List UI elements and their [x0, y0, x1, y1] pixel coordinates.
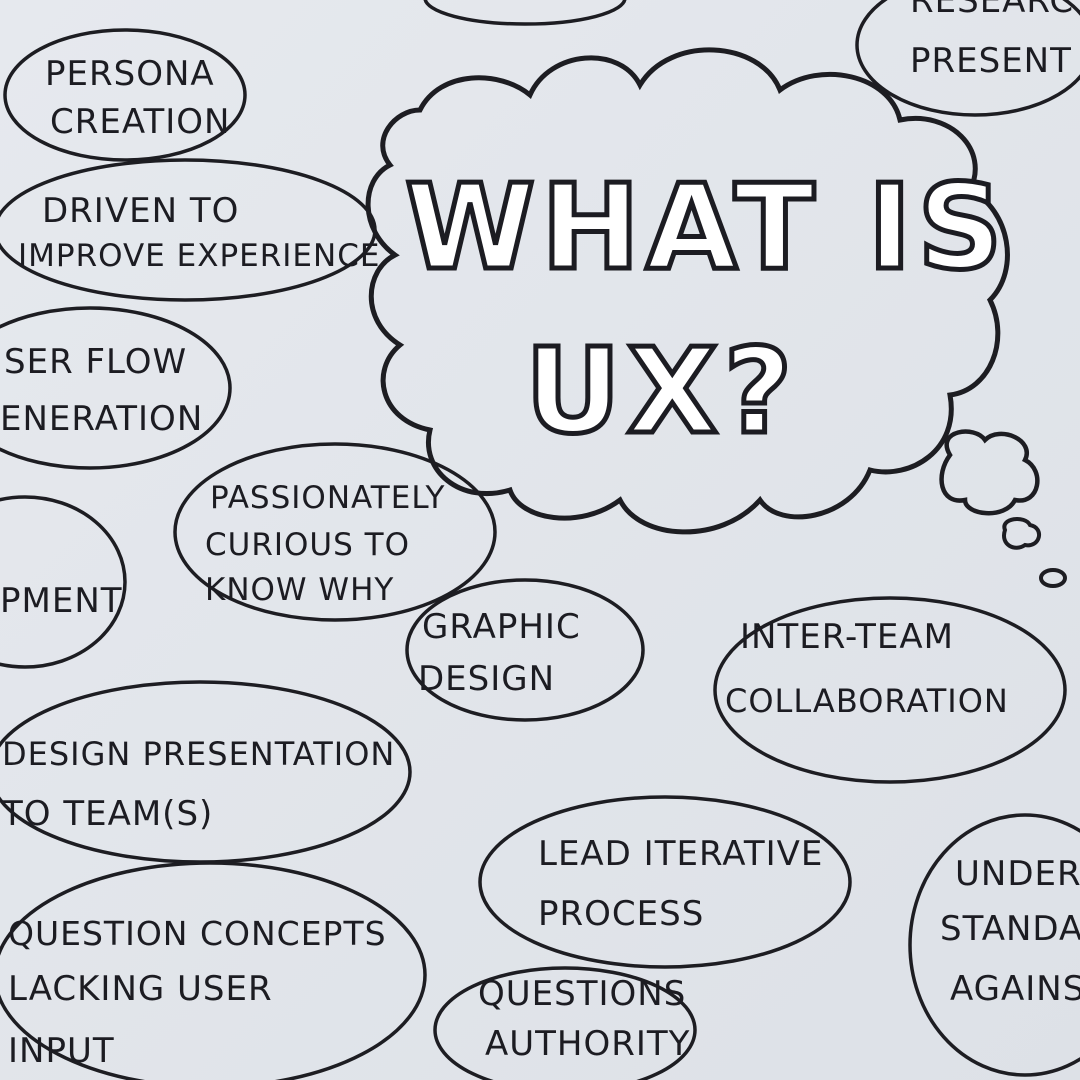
bubble-text: TO TEAM(S): [1, 794, 213, 834]
bubble-persona-creation: PERSONA CREATION: [3, 28, 247, 162]
bubble-development-partial: PMENT: [0, 495, 127, 669]
bubble-text: DESIGN PRESENTATION: [2, 735, 395, 773]
bubble-text: AUTHORITY: [485, 1024, 690, 1064]
bubble-text: INPUT: [8, 1031, 115, 1071]
bubble-text: COLLABORATION: [725, 682, 1009, 720]
bubble-questions-authority: QUESTIONS AUTHORITY: [433, 966, 697, 1080]
bubble-text: CREATION: [50, 102, 230, 142]
bubble-driven-to-improve: DRIVEN TO IMPROVE EXPERIENCE: [0, 158, 380, 302]
bubble-text: LACKING USER: [8, 969, 273, 1009]
bubble-text: QUESTION CONCEPTS: [8, 914, 387, 953]
bubble-passionately-curious: PASSIONATELY CURIOUS TO KNOW WHY: [173, 442, 497, 622]
bubble-lead-iterative: LEAD ITERATIVE PROCESS: [478, 795, 852, 969]
bubble-text: SER FLOW: [4, 342, 187, 382]
bubble-text: LEAD ITERATIVE: [538, 834, 823, 874]
bubble-text: DRIVEN TO: [42, 191, 239, 231]
title-line2: UX?: [525, 322, 798, 460]
bubble-text: RESEARC: [910, 0, 1074, 21]
bubble-text: CURIOUS TO: [205, 527, 410, 563]
bubble-text: PROCESS: [538, 894, 704, 934]
bubble-question-concepts: QUESTION CONCEPTS LACKING USER INPUT: [0, 861, 427, 1080]
bubble-text: PERSONA: [45, 54, 215, 94]
bubble-text: PASSIONATELY: [210, 480, 445, 516]
bubble-text: GRAPHIC: [422, 607, 581, 647]
bubble-research-presentation: RESEARC PRESENT: [855, 0, 1080, 117]
bubble-text: QUESTIONS: [478, 974, 686, 1014]
bubble-text: KNOW WHY: [205, 572, 394, 608]
title-line1: WHAT IS: [405, 158, 1009, 296]
bubble-user-flow: SER FLOW ENERATION: [0, 306, 232, 470]
bubble-text: ENERATION: [0, 399, 203, 439]
bubble-text: INTER-TEAM: [740, 617, 954, 657]
bubble-design-presentation: DESIGN PRESENTATION TO TEAM(S): [0, 680, 412, 864]
bubble-graphic-design: GRAPHIC DESIGN: [405, 578, 645, 722]
bubble-top-partial: [423, 0, 627, 26]
bubble-text: STANDA: [940, 909, 1080, 949]
bubble-text: AGAINS: [950, 969, 1080, 1009]
bubble-text: PMENT: [0, 581, 123, 621]
bubble-text: DESIGN: [418, 659, 555, 699]
bubble-inter-team: INTER-TEAM COLLABORATION: [713, 596, 1067, 784]
bubble-text: IMPROVE EXPERIENCE: [18, 238, 380, 274]
bubble-text: PRESENT: [910, 41, 1072, 81]
thought-cloud: [365, 47, 1067, 588]
